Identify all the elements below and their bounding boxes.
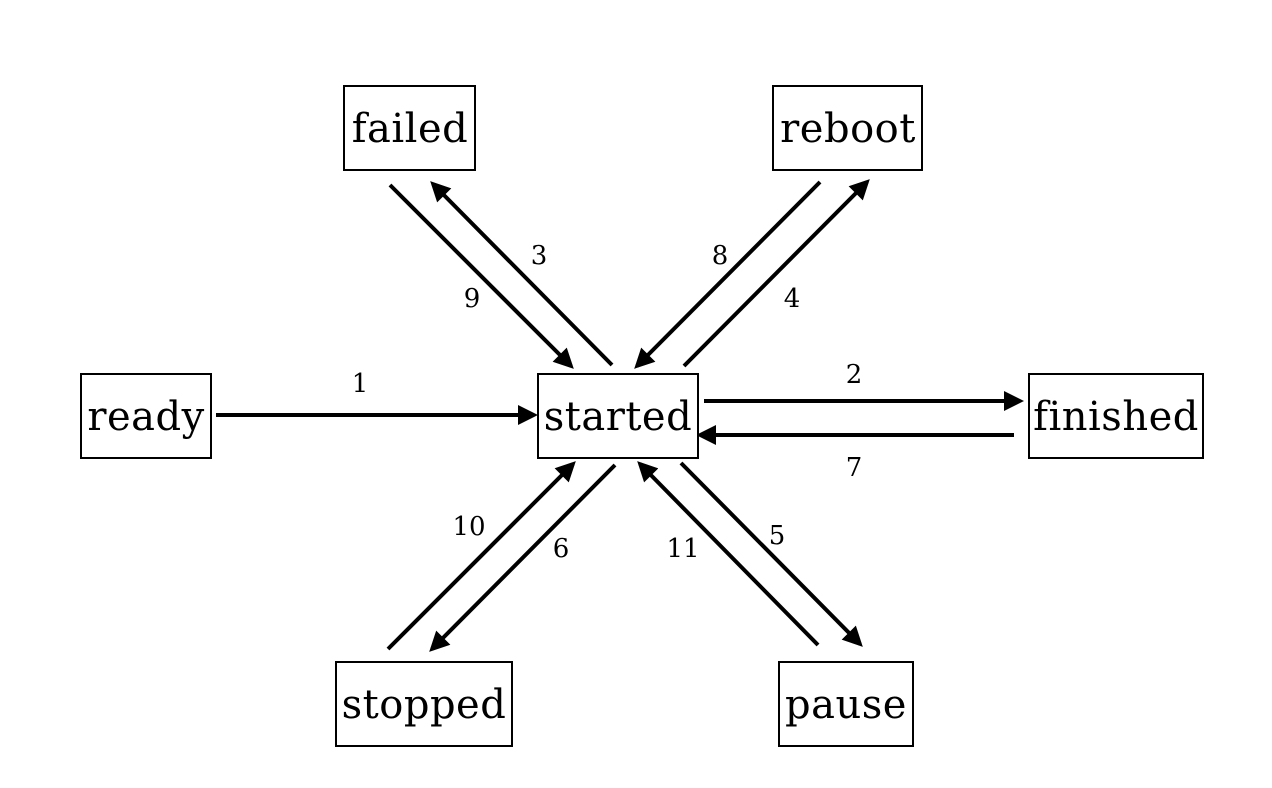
edge-label-8: 8 <box>712 241 729 271</box>
edge-label-2: 2 <box>846 360 863 390</box>
node-started: started <box>537 373 699 459</box>
node-finished-box <box>1028 373 1204 459</box>
edge-started-to-failed: 3 <box>430 181 614 367</box>
edge-line-10 <box>386 461 576 651</box>
edge-finished-to-started: 7 <box>696 425 1014 483</box>
edge-label-6: 6 <box>553 534 570 564</box>
edge-line-9 <box>388 183 574 369</box>
node-ready-label: ready <box>87 394 204 440</box>
node-pause-label: pause <box>785 682 907 728</box>
node-ready-box <box>80 373 212 459</box>
edge-line-5 <box>679 461 863 647</box>
nodes: ready started finished failed reboot sto <box>80 85 1204 747</box>
node-pause: pause <box>778 661 914 747</box>
node-pause-box <box>778 661 914 747</box>
edge-started-to-reboot: 4 <box>682 179 870 368</box>
node-failed: failed <box>343 85 476 171</box>
edge-label-10: 10 <box>452 512 485 542</box>
edge-ready-to-started: 1 <box>216 369 538 425</box>
node-finished: finished <box>1028 373 1204 459</box>
edge-label-4: 4 <box>784 284 801 314</box>
edge-line-11 <box>637 461 820 647</box>
node-reboot-label: reboot <box>780 106 916 152</box>
edge-label-1: 1 <box>352 369 369 399</box>
node-stopped-box <box>335 661 513 747</box>
edge-started-to-stopped: 6 <box>429 463 617 652</box>
edge-stopped-to-started: 10 <box>386 461 576 651</box>
edge-started-to-finished: 2 <box>704 360 1024 411</box>
edge-label-5: 5 <box>769 521 786 551</box>
edge-pause-to-started: 11 <box>637 461 820 647</box>
node-started-label: started <box>544 394 692 440</box>
edge-failed-to-started: 9 <box>388 183 574 369</box>
node-stopped: stopped <box>335 661 513 747</box>
node-finished-label: finished <box>1033 394 1199 440</box>
edge-label-9: 9 <box>464 284 481 314</box>
edge-label-7: 7 <box>846 453 863 483</box>
edge-reboot-to-started: 8 <box>634 180 822 369</box>
edge-started-to-pause: 5 <box>679 461 863 647</box>
node-reboot-box <box>772 85 923 171</box>
node-started-box <box>537 373 699 459</box>
node-reboot: reboot <box>772 85 923 171</box>
edge-label-11: 11 <box>666 534 699 564</box>
edge-line-4 <box>682 179 870 368</box>
edge-line-6 <box>429 463 617 652</box>
node-ready: ready <box>80 373 212 459</box>
node-stopped-label: stopped <box>342 682 507 728</box>
edge-line-3 <box>430 181 614 367</box>
node-failed-box <box>343 85 476 171</box>
edge-line-8 <box>634 180 822 369</box>
node-failed-label: failed <box>352 106 469 152</box>
edge-label-3: 3 <box>531 241 548 271</box>
edges: 1 2 7 3 9 <box>216 179 1024 652</box>
